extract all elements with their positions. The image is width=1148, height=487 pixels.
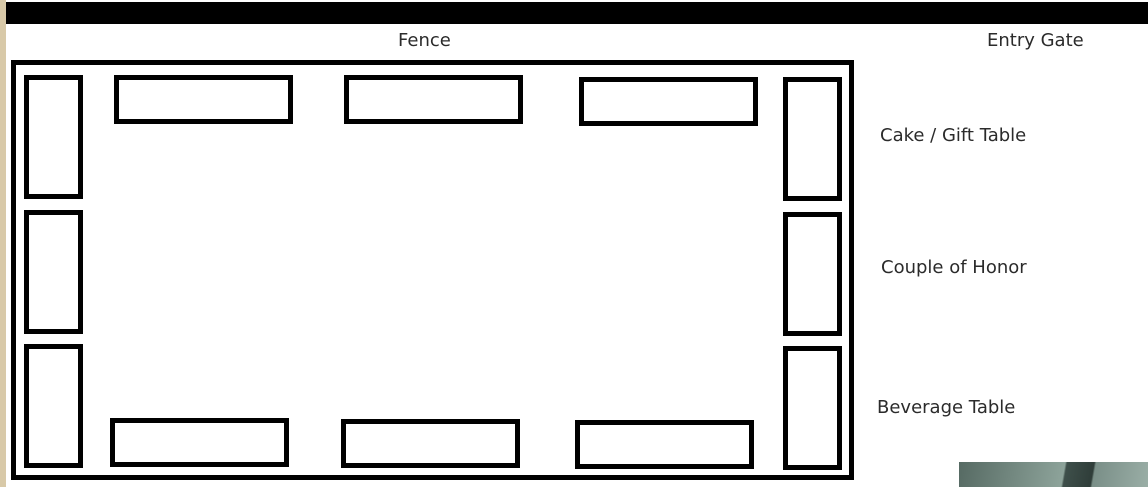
table-bottom-2 xyxy=(341,419,520,468)
fence-label: Fence xyxy=(398,30,451,51)
table-right-cake-gift xyxy=(783,77,842,201)
table-bottom-3 xyxy=(575,420,754,469)
cake-gift-table-label: Cake / Gift Table xyxy=(880,125,1026,146)
table-top-3 xyxy=(579,77,758,126)
table-right-beverage xyxy=(783,346,842,470)
table-top-1 xyxy=(114,75,293,124)
table-left-3 xyxy=(24,344,83,468)
entry-gate-label: Entry Gate xyxy=(987,30,1084,51)
table-left-2 xyxy=(24,210,83,334)
table-top-2 xyxy=(344,75,523,124)
couple-of-honor-label: Couple of Honor xyxy=(881,257,1027,278)
table-right-couple-of-honor xyxy=(783,212,842,336)
top-bar xyxy=(6,2,1148,24)
beverage-table-label: Beverage Table xyxy=(877,397,1015,418)
corner-decoration xyxy=(959,462,1148,487)
table-left-1 xyxy=(24,75,83,199)
table-bottom-1 xyxy=(110,418,289,467)
seating-diagram: Fence Entry Gate Cake / Gift Table Coupl… xyxy=(6,0,1148,487)
